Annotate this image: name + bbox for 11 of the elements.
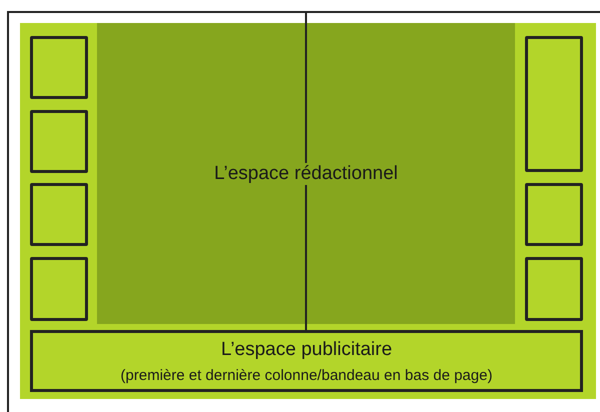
column-box <box>525 257 583 321</box>
area-note: (première et dernière colonne/bandeau en bas de page) <box>120 366 492 384</box>
column-box <box>30 110 88 173</box>
column-box <box>525 183 583 246</box>
area-title: L’espace publicitaire <box>220 338 392 360</box>
column-box <box>30 183 88 246</box>
editorial-area <box>97 23 515 324</box>
column-box <box>30 257 88 321</box>
column-box <box>525 36 583 172</box>
column-box <box>30 36 88 99</box>
advertising-band <box>30 330 583 392</box>
